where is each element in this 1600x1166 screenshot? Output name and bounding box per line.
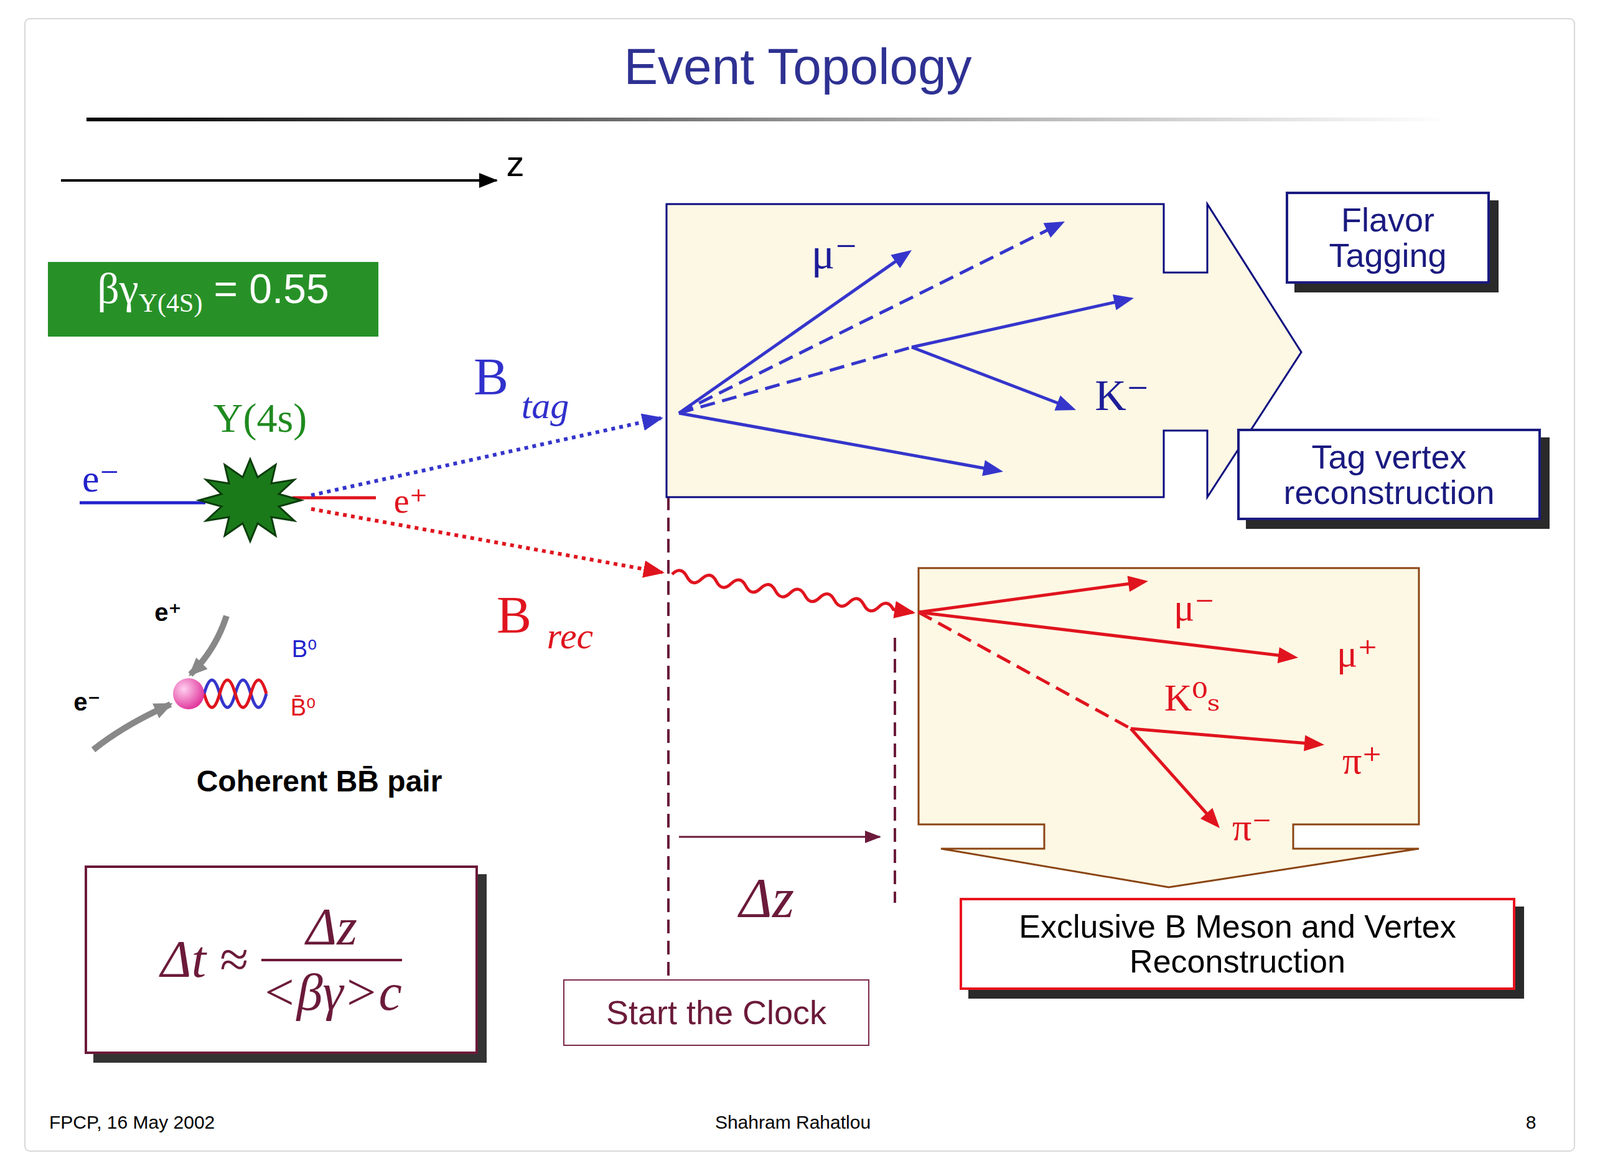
flavor-tagging-box: Flavor Tagging (1285, 191, 1490, 284)
resonance-label: Υ(4s) (213, 394, 307, 442)
electron-arrow (93, 704, 171, 750)
decay-track-4 (1130, 728, 1209, 816)
beam-label: e⁻ (82, 455, 120, 501)
reco-side-arrow-box-outline (918, 568, 1419, 888)
beam-label: e⁺ (154, 598, 182, 627)
box-text: = 0.55 (213, 268, 329, 310)
decay-track-0 (918, 583, 1132, 613)
box-text: βγ (97, 266, 139, 311)
meson-label: B̄⁰ (290, 693, 317, 722)
box-text: Δz (306, 898, 358, 956)
page-number: 8 (1525, 1112, 1537, 1134)
decay-track-0-head (890, 250, 912, 269)
fraction: Δz <βγ>c (261, 898, 403, 1022)
decay-track-2 (918, 612, 1131, 729)
meson-label: B (496, 584, 532, 646)
beam-label: e⁻ (73, 687, 101, 717)
decay-track-2 (678, 347, 912, 414)
formula-box: Δt ≈ Δz <βγ>c (84, 865, 478, 1055)
decay-track-3 (1130, 728, 1308, 744)
b-meson-strand (204, 680, 267, 708)
tag-side-arrow-box: μ⁻ K⁻ (666, 204, 1302, 498)
decay-track-1 (678, 229, 1050, 414)
delta-z-arrow (678, 836, 880, 839)
box-text: Start the Clock (606, 995, 827, 1031)
reco-side-arrow-box: μ⁻ μ⁺ K⁰ₛ π⁺ π⁻ (918, 568, 1419, 888)
decay-track-0 (678, 260, 899, 414)
decay-track-4 (911, 347, 1061, 404)
beam-label: e⁺ (393, 480, 428, 521)
particle-label: K⁰ₛ (1164, 674, 1222, 721)
tag-vertex-box: Tag vertex reconstruction (1237, 428, 1541, 521)
decay-track-5 (678, 413, 987, 469)
mixing-wave (671, 569, 915, 618)
slide-title: Event Topology (623, 37, 972, 96)
meson-subscript: tag (521, 384, 570, 428)
particle-label: π⁺ (1342, 737, 1383, 783)
arrow-outline (666, 204, 1302, 498)
distance-label: Δz (739, 866, 795, 931)
start-clock-box: Start the Clock (563, 979, 870, 1047)
reconstruction-box: Exclusive B Meson and Vertex Reconstruct… (959, 898, 1516, 991)
footer-text: Shahram Rahatlou (715, 1112, 871, 1134)
meson-label: B (473, 346, 509, 408)
decay-track-5-head (982, 460, 1004, 477)
decay-track-3-head (1112, 294, 1134, 310)
decay-track-3-head (1303, 734, 1325, 752)
decay-track-1 (918, 612, 1282, 656)
slide-frame (24, 18, 1575, 1152)
meson-label: B⁰ (291, 635, 318, 663)
fraction-bar (261, 959, 403, 962)
particle-label: K⁻ (1094, 369, 1150, 421)
illustration-caption: Coherent BB̄ pair (196, 764, 443, 799)
decay-track-1-head (1277, 647, 1299, 664)
brec-flight-path (311, 509, 663, 573)
decay-track-3 (911, 301, 1118, 348)
particle-label: μ⁻ (1173, 584, 1215, 630)
z-axis-arrow (60, 179, 497, 182)
box-text: <βγ>c (261, 963, 403, 1022)
footer-text: FPCP, 16 May 2002 (49, 1112, 215, 1134)
box-text: Tag vertex reconstruction (1252, 439, 1526, 510)
box-text: Flavor Tagging (1300, 202, 1475, 273)
decay-track-0-head (1127, 575, 1149, 592)
decay-track-4-head (1054, 395, 1077, 411)
particle-label: μ⁺ (1336, 630, 1378, 676)
decay-track-1-head (1043, 221, 1065, 238)
tag-vertex-marker-line (667, 454, 670, 978)
anti-b-meson-strand (204, 680, 267, 708)
tag-side-arrow-box-outline (666, 204, 1302, 498)
box-text: Δt ≈ (160, 930, 248, 989)
particle-label: π⁻ (1232, 804, 1273, 850)
decay-track-4-head (1200, 807, 1220, 829)
collision-sphere (173, 678, 205, 710)
positron-arrow (190, 616, 227, 675)
meson-subscript: rec (547, 614, 594, 658)
particle-label: μ⁻ (811, 227, 858, 279)
collision-star (199, 459, 302, 542)
rec-vertex-marker-line (893, 637, 897, 903)
arrow-outline (918, 568, 1419, 888)
title-rule (86, 117, 1450, 122)
positron-beam (292, 496, 376, 500)
axis-label: z (506, 142, 525, 185)
parameter-box: βγΥ(4S) = 0.55 (47, 261, 379, 337)
electron-beam (79, 501, 206, 505)
box-text: Υ(4S) (138, 290, 203, 317)
btag-flight-path (311, 418, 661, 496)
box-text: Exclusive B Meson and Vertex Reconstruct… (974, 909, 1501, 979)
